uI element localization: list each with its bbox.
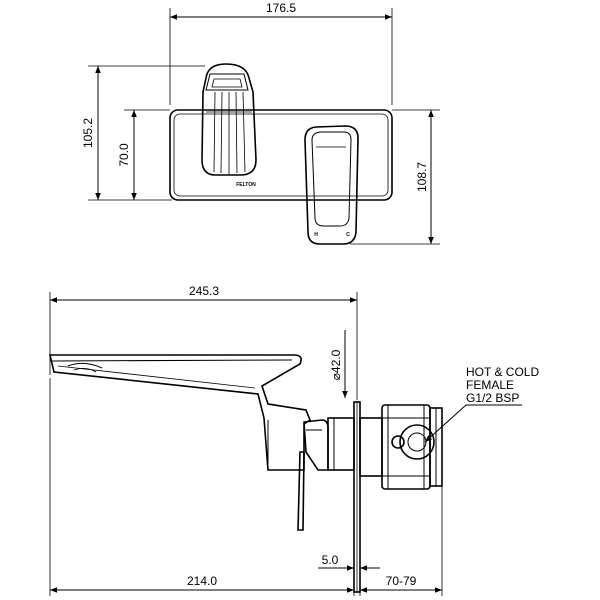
spout-front [201,63,257,176]
cold-indicator: C [346,232,350,238]
lever-handle-side [297,419,329,531]
wall-plate-inner-edge [173,113,389,197]
valve-flange [359,417,383,477]
note-line-1: HOT & COLD [466,365,539,379]
lever-handle-front [304,125,359,245]
diameter-dimension-label: ⌀42.0 [329,349,343,380]
valve-body [359,404,443,490]
height-dimension-label: 105.2 [81,118,95,148]
note-line-3: G1/2 BSP [466,391,519,405]
total-length-dimension-label: 245.3 [189,284,219,298]
note-leader-line [424,404,467,443]
outlet-port [391,435,405,449]
lever-height-dimension-label: 108.7 [415,162,429,192]
hot-indicator: H [314,232,318,238]
inlet-port [399,424,435,460]
wall-gap-dimension-label: 5.0 [322,553,339,567]
spout-length-dimension-label: 214.0 [187,574,217,588]
plate-side [327,417,355,471]
width-dimension-label: 176.5 [266,1,296,15]
body-depth-dimension-label: 70-79 [386,574,417,588]
front-view: 176.5 105.2 70.0 108.7 FELTON [81,1,440,245]
brand-logo: FELTON [236,182,256,188]
inlet-port-thread [407,432,427,452]
side-view: 245.3 ⌀42.0 [48,284,539,596]
note-line-2: FEMALE [466,378,514,392]
spout-side [48,354,311,471]
wall-plate [169,109,393,201]
plate-height-dimension-label: 70.0 [117,143,131,167]
